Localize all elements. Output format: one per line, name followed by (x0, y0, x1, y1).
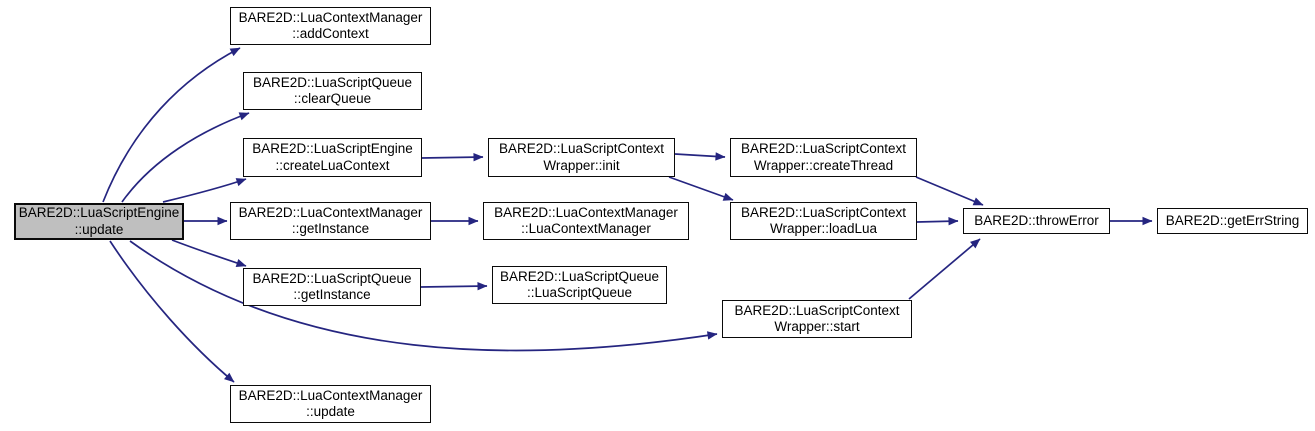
node-label: BARE2D::LuaScriptQueue (252, 270, 412, 286)
node-label: BARE2D::LuaContextManager (238, 204, 423, 220)
node-luascriptcontextwrapper-start[interactable]: BARE2D::LuaScriptContext Wrapper::start (722, 300, 912, 338)
node-label: BARE2D::LuaScriptEngine (18, 205, 180, 220)
node-label: BARE2D::LuaScriptContext (740, 204, 907, 220)
node-luascriptengine-createluacontext[interactable]: BARE2D::LuaScriptEngine ::createLuaConte… (243, 138, 422, 177)
node-luacontextmanager-getinstance[interactable]: BARE2D::LuaContextManager ::getInstance (230, 202, 431, 240)
node-label: ::clearQueue (293, 91, 372, 106)
node-label: Wrapper::init (543, 157, 620, 173)
edge-update-to-createluacontext (162, 178, 247, 203)
node-label: ::getInstance (293, 287, 371, 302)
node-label: ::createLuaContext (275, 157, 390, 173)
node-label: BARE2D::LuaScriptQueue (252, 74, 413, 90)
node-label: BARE2D::LuaScriptEngine (252, 141, 413, 156)
node-luacontextmanager-update[interactable]: BARE2D::LuaContextManager ::update (230, 385, 431, 423)
node-label: BARE2D::LuaContextManager (238, 9, 423, 25)
edge-createthread-to-throwerror (915, 176, 984, 206)
edge-start-to-throwerror (908, 238, 981, 300)
edge-loadlua-to-throwerror (916, 217, 959, 226)
edge-update-to-clearqueue (121, 112, 250, 203)
node-label: Wrapper::start (774, 319, 860, 334)
node-label: Wrapper::createThread (753, 157, 894, 173)
node-luascriptcontextwrapper-loadlua[interactable]: BARE2D::LuaScriptContext Wrapper::loadLu… (730, 202, 917, 240)
node-label: BARE2D::LuaScriptContext (498, 141, 665, 156)
node-label: ::addContext (292, 26, 369, 41)
node-label: BARE2D::LuaContextManager (494, 204, 678, 220)
node-luascriptengine-update: BARE2D::LuaScriptEngine ::update (14, 203, 184, 240)
node-label: ::update (306, 404, 355, 419)
node-label: Wrapper::loadLua (769, 221, 878, 236)
edge-createluacontext-to-init (421, 152, 484, 162)
node-luacontextmanager-addcontext[interactable]: BARE2D::LuaContextManager ::addContext (230, 7, 431, 45)
edge-update-to-getinstance-lsq (171, 239, 247, 267)
node-label: BARE2D::LuaScriptQueue (499, 268, 660, 284)
node-label: ::LuaScriptQueue (526, 285, 633, 300)
edge-getinstance-to-lsq-ctor (420, 281, 488, 291)
node-geterrstring[interactable]: BARE2D::getErrString (1157, 208, 1308, 234)
edge-update-to-update-lcm (109, 240, 235, 383)
edge-init-to-createthread (674, 152, 726, 161)
node-label: BARE2D::LuaScriptContext (734, 302, 900, 318)
node-luascriptqueue-getinstance[interactable]: BARE2D::LuaScriptQueue ::getInstance (243, 268, 421, 306)
node-luacontextmanager-constructor[interactable]: BARE2D::LuaContextManager ::LuaContextMa… (483, 202, 689, 240)
node-label: BARE2D::getErrString (1165, 212, 1300, 228)
node-label: ::getInstance (291, 221, 370, 236)
node-label: BARE2D::throwError (974, 212, 1099, 228)
edge-update-to-addcontext (102, 47, 241, 203)
node-label: ::update (74, 221, 124, 237)
node-label: BARE2D::LuaContextManager (238, 387, 423, 403)
node-label: ::LuaContextManager (521, 221, 651, 236)
node-label: BARE2D::LuaScriptContext (740, 141, 907, 156)
edge-init-to-loadlua (668, 176, 734, 201)
node-luascriptqueue-constructor[interactable]: BARE2D::LuaScriptQueue ::LuaScriptQueue (492, 266, 667, 304)
node-luascriptcontextwrapper-createthread[interactable]: BARE2D::LuaScriptContext Wrapper::create… (730, 138, 917, 177)
node-luascriptqueue-clearqueue[interactable]: BARE2D::LuaScriptQueue ::clearQueue (243, 72, 422, 110)
node-luascriptcontextwrapper-init[interactable]: BARE2D::LuaScriptContext Wrapper::init (488, 138, 675, 177)
node-throwerror[interactable]: BARE2D::throwError (963, 208, 1110, 234)
